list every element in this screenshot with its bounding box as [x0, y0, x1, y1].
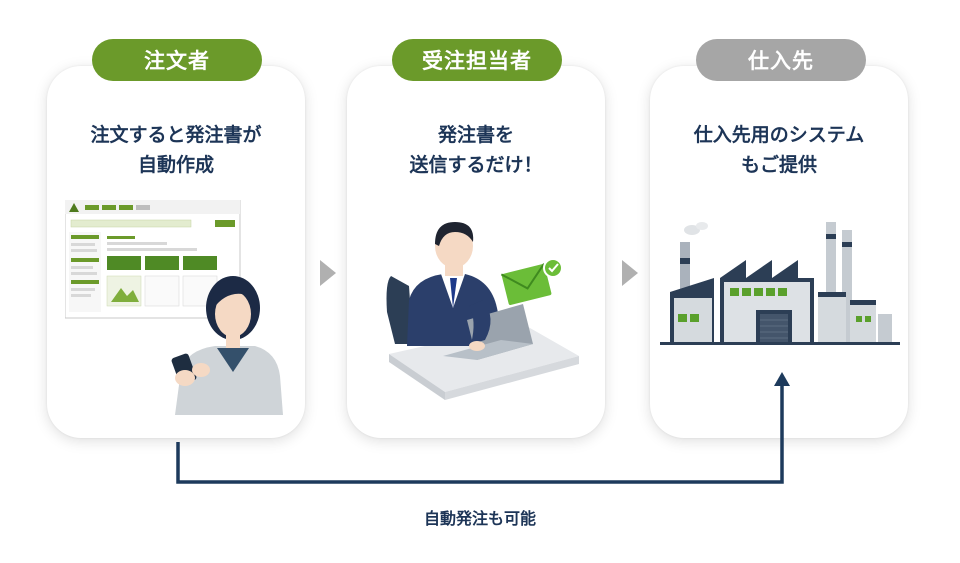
step-description-line: 注文すると発注書が	[90, 124, 262, 146]
step-card-orderer: 注文すると発注書が 自動作成	[47, 66, 305, 438]
step-description: 仕入先用のシステム もご提供	[650, 120, 908, 180]
chevron-right-icon	[622, 260, 638, 286]
chevron-right-icon	[320, 260, 336, 286]
step-card-supplier: 仕入先用のシステム もご提供	[650, 66, 908, 438]
step-description-line: 仕入先用のシステム	[693, 124, 865, 146]
auto-order-caption: 自動発注も可能	[423, 509, 536, 528]
step-label-order-staff: 受注担当者	[392, 39, 562, 81]
order-screen-with-woman-illustration	[65, 200, 283, 415]
step-description-line: もご提供	[740, 154, 817, 176]
step-description-line: 送信するだけ！	[409, 154, 543, 176]
step-label-supplier: 仕入先	[696, 39, 866, 81]
step-description: 注文すると発注書が 自動作成	[47, 120, 305, 180]
step-description-line: 発注書を	[437, 124, 514, 146]
step-card-order-staff: 発注書を 送信するだけ！	[347, 66, 605, 438]
staff-sending-email-illustration	[386, 222, 579, 400]
arrow-up-icon	[774, 372, 790, 386]
factory-illustration	[660, 222, 900, 345]
step-description: 発注書を 送信するだけ！	[347, 120, 605, 180]
step-label-orderer: 注文者	[92, 39, 262, 81]
step-description-line: 自動作成	[137, 154, 214, 176]
